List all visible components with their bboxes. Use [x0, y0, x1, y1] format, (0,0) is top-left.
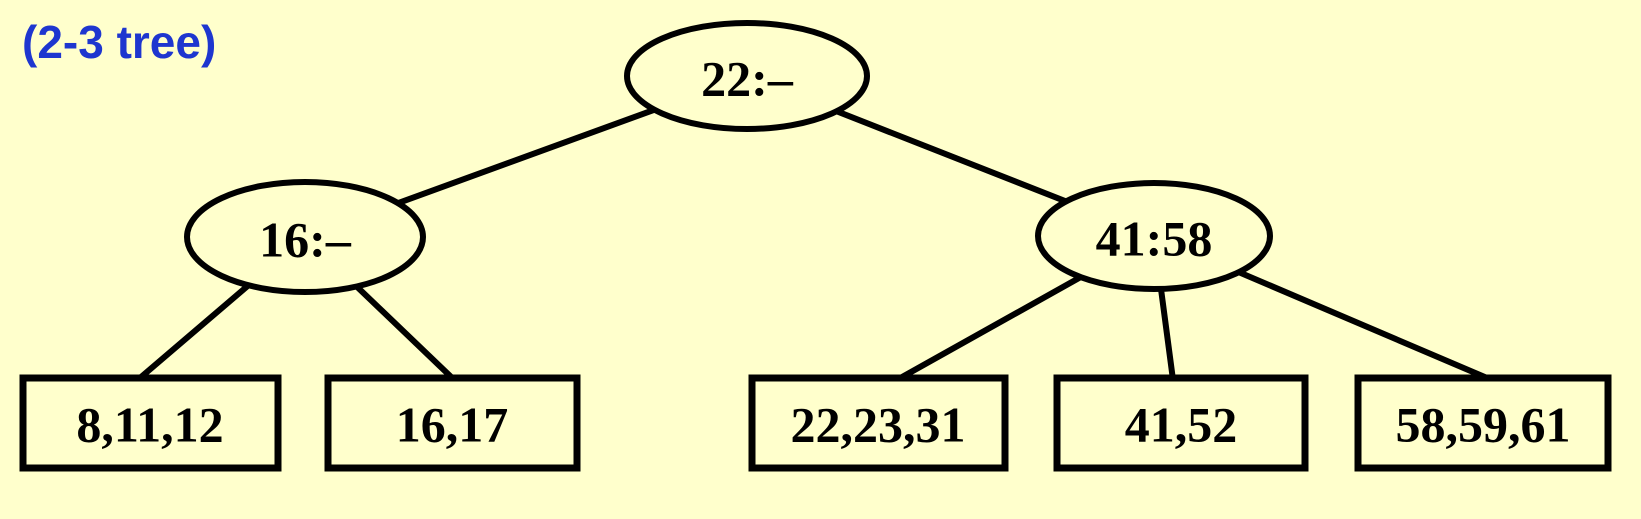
diagram-title: (2-3 tree): [22, 16, 216, 68]
right-node-ellipse: [1035, 180, 1273, 292]
leaf-box-1: [19, 374, 282, 472]
root-node-label: 22:–: [701, 51, 794, 107]
leaf-label-2: 16,17: [396, 397, 509, 453]
internal-nodes: 22:– 16:– 41:58: [184, 20, 1273, 295]
leaf-nodes: 8,11,12 16,17 22,23,31 41,52 58,59,61: [19, 374, 1612, 472]
right-node-label: 41:58: [1096, 211, 1213, 267]
leaf-box-2: [324, 374, 581, 472]
leaf-label-1: 8,11,12: [76, 397, 223, 453]
root-node-ellipse: [624, 20, 870, 132]
left-node-label: 16:–: [259, 212, 352, 268]
leaf-label-3: 22,23,31: [791, 397, 966, 453]
leaf-box-4: [1053, 374, 1309, 472]
left-node-ellipse: [184, 179, 426, 295]
leaf-box-3: [748, 374, 1009, 472]
leaf-label-4: 41,52: [1125, 397, 1238, 453]
leaf-box-5: [1354, 374, 1612, 472]
leaf-label-5: 58,59,61: [1396, 397, 1571, 453]
